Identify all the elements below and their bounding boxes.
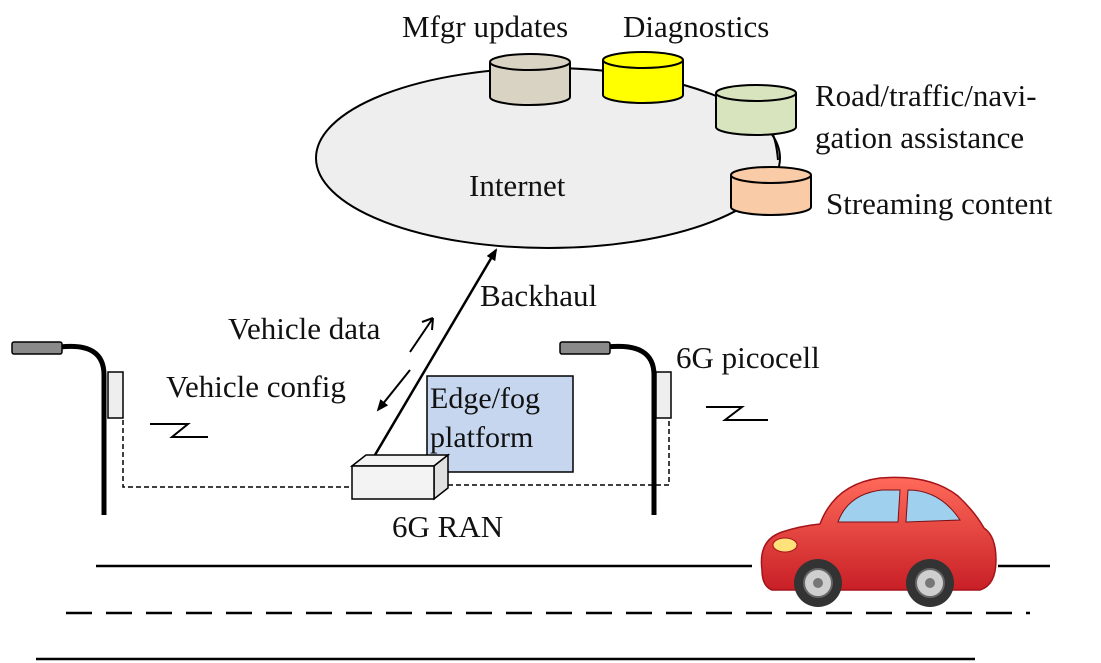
road-traffic-label-line2: gation assistance <box>815 120 1024 155</box>
road-traffic-label-line1: Road/traffic/navi- <box>815 78 1037 113</box>
backhaul-arrow <box>362 248 498 472</box>
vehicle-config-arrow-icon <box>376 369 411 412</box>
streaming-content-label: Streaming content <box>826 186 1053 221</box>
ran-box-icon <box>349 453 451 501</box>
vehicle-config-label: Vehicle config <box>166 369 346 404</box>
left-cable <box>122 420 352 488</box>
edge-fog-label-line2: platform <box>430 421 533 454</box>
right-wireless-signal-icon <box>706 406 768 421</box>
vehicle-data-label: Vehicle data <box>228 311 381 346</box>
mfgr-updates-database-icon <box>489 53 571 106</box>
right-streetlight-pole-icon <box>559 341 672 515</box>
internet-label: Internet <box>469 168 566 203</box>
right-cable <box>448 400 670 486</box>
streaming-database-icon <box>730 166 812 216</box>
diagnostics-label: Diagnostics <box>623 9 769 44</box>
backhaul-label: Backhaul <box>480 278 597 313</box>
edge-fog-platform-box <box>426 375 574 473</box>
left-wireless-signal-icon <box>150 423 208 438</box>
ran-label: 6G RAN <box>392 509 503 544</box>
road-traffic-database-icon <box>715 84 797 136</box>
car-icon <box>760 476 997 607</box>
mfgr-updates-label: Mfgr updates <box>402 9 568 44</box>
picocell-label: 6G picocell <box>676 340 820 375</box>
edge-fog-label-line1: Edge/fog <box>430 382 540 415</box>
vehicle-data-arrow-icon <box>409 317 434 353</box>
left-streetlight-pole-icon <box>11 341 124 515</box>
diagnostics-database-icon <box>602 51 684 104</box>
